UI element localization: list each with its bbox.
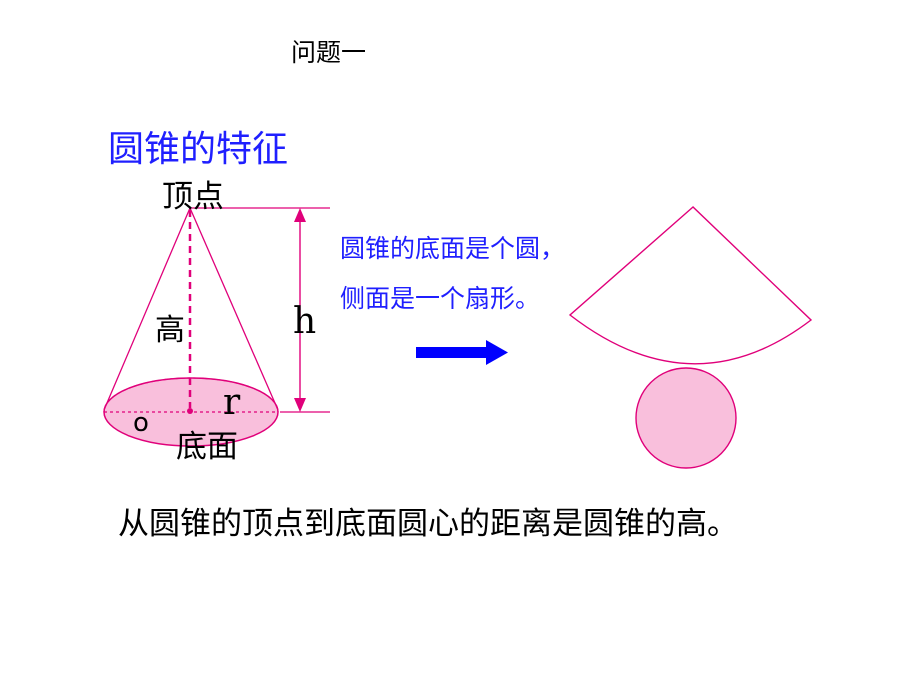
- section-title: 圆锥的特征: [108, 129, 289, 170]
- cone-left-side: [103, 207, 191, 411]
- base-circle: [635, 367, 737, 469]
- r-label: r: [223, 382, 241, 423]
- h-label: h: [293, 301, 317, 342]
- apex-label: 顶点: [162, 179, 224, 215]
- arrow-head: [486, 340, 508, 365]
- center-label: o: [133, 408, 149, 438]
- height-label: 高: [155, 313, 185, 348]
- base-label: 底面: [176, 429, 238, 465]
- description-line-2: 侧面是一个扇形。: [340, 284, 541, 313]
- cone-base-back-edge: [103, 377, 279, 413]
- cone-center-dot: [187, 408, 193, 414]
- h-arrow-down: [294, 398, 306, 412]
- h-arrow-up: [294, 208, 306, 222]
- sector-shape: [568, 206, 813, 365]
- description-line-1: 圆锥的底面是个圆，: [340, 234, 566, 263]
- conclusion-text: 从圆锥的顶点到底面圆心的距离是圆锥的高。: [118, 506, 738, 542]
- cone-right-side: [189, 207, 279, 411]
- problem-label: 问题一: [291, 38, 367, 67]
- arrow-shaft: [416, 347, 488, 358]
